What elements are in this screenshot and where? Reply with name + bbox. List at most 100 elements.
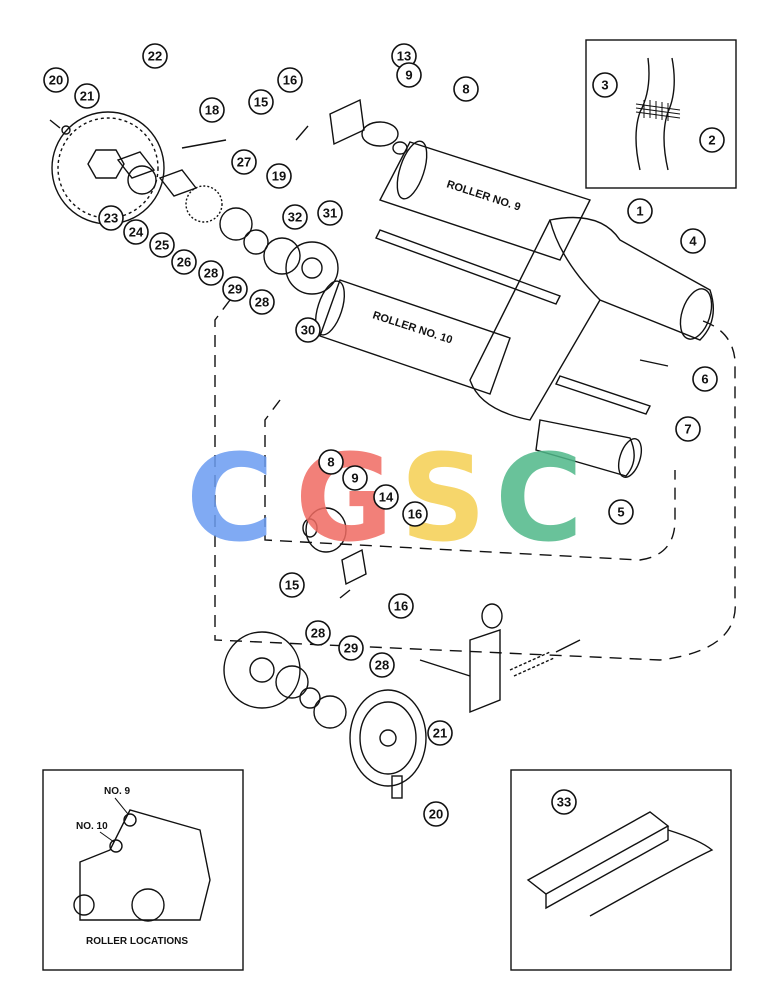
callout-c21a: 21 (74, 83, 100, 109)
idler-arm (469, 629, 501, 714)
callout-c8b: 8 (318, 449, 344, 475)
callout-number: 20 (429, 807, 443, 822)
idler-rod (419, 659, 471, 677)
inset-no9-label: NO. 9 (104, 786, 131, 797)
callout-number: 32 (288, 210, 302, 225)
callout-c26: 26 (171, 249, 197, 275)
sprocket-26 (185, 185, 223, 223)
callout-number: 15 (285, 578, 299, 593)
callout-number: 28 (311, 626, 325, 641)
callout-number: 16 (283, 73, 297, 88)
roller-10-marker (109, 839, 123, 853)
flange-23 (116, 151, 156, 179)
belt-splice-inset-frame (585, 39, 737, 189)
callout-circle (551, 789, 577, 815)
callout-circle (149, 232, 175, 258)
callout-circle (282, 204, 308, 230)
bolt-15-lower (339, 589, 351, 599)
callout-c25: 25 (149, 232, 175, 258)
callout-number: 26 (177, 255, 191, 270)
baler-pickup (73, 894, 95, 916)
callout-c1: 1 (627, 198, 653, 224)
roller-5-end (617, 438, 643, 478)
callout-number: 15 (254, 95, 268, 110)
callout-c22: 22 (142, 43, 168, 69)
callout-circle (423, 801, 449, 827)
callout-number: 27 (237, 155, 251, 170)
callout-c9b: 9 (342, 465, 368, 491)
callout-c3: 3 (592, 72, 618, 98)
callout-number: 7 (684, 422, 691, 437)
callout-c27: 27 (231, 149, 257, 175)
bracket-14 (341, 548, 367, 586)
callout-number: 21 (80, 89, 94, 104)
bearing-29 (243, 229, 269, 255)
callout-number: 3 (601, 78, 608, 93)
inset-title: ROLLER LOCATIONS (86, 936, 188, 947)
callout-c8a: 8 (453, 76, 479, 102)
ring-28b (263, 237, 301, 275)
watermark-letter-c1: C (186, 430, 274, 569)
pulley-groove (359, 701, 417, 775)
callout-c28a: 28 (198, 260, 224, 286)
roller-5-body (535, 419, 635, 477)
roller-4-end (679, 288, 713, 340)
callout-circle (699, 127, 725, 153)
callout-c18: 18 (199, 97, 225, 123)
bushing-9-lower (305, 507, 347, 553)
callout-number: 19 (272, 169, 286, 184)
bearing-8-lower (302, 518, 318, 538)
callout-number: 28 (375, 658, 389, 673)
flange-plate-30 (285, 241, 339, 295)
callout-number: 21 (433, 726, 447, 741)
roller-9-end (396, 140, 428, 200)
callout-c5: 5 (608, 499, 634, 525)
callout-circle (396, 62, 422, 88)
callout-number: 5 (617, 505, 624, 520)
washer-21 (61, 125, 71, 135)
ring-28-lower-b (313, 695, 347, 729)
callout-number: 13 (397, 49, 411, 64)
idler-wheel (481, 603, 503, 629)
callout-number: 16 (408, 507, 422, 522)
callout-c15a: 15 (248, 89, 274, 115)
roller-9-label: ROLLER NO. 9 (445, 178, 522, 213)
callout-circle (305, 620, 331, 646)
callout-c29a: 29 (222, 276, 248, 302)
belt-1 (469, 219, 601, 421)
flange-25 (158, 169, 198, 197)
callout-circle (592, 72, 618, 98)
callout-number: 4 (689, 234, 697, 249)
callout-number: 6 (701, 372, 708, 387)
sprocket-hub (87, 149, 125, 179)
callout-circle (627, 198, 653, 224)
callout-circle (675, 416, 701, 442)
bracket-13 (329, 98, 365, 146)
callout-circle (142, 43, 168, 69)
callout-circle (680, 228, 706, 254)
callout-circle (338, 635, 364, 661)
callout-circle (231, 149, 257, 175)
callout-c20a: 20 (43, 67, 69, 93)
callout-c6: 6 (692, 366, 718, 392)
callout-circle (402, 501, 428, 527)
callout-number: 30 (301, 323, 315, 338)
callout-number: 29 (228, 282, 242, 297)
callout-c4: 4 (680, 228, 706, 254)
ring-28-lower (275, 665, 309, 699)
callout-circle (249, 289, 275, 315)
callout-number: 23 (104, 211, 118, 226)
roller-5-outline (264, 399, 676, 561)
bearing-29-lower (299, 687, 321, 709)
callout-circle (277, 67, 303, 93)
callout-c20b: 20 (423, 801, 449, 827)
callout-circle (198, 260, 224, 286)
inset-no10-label: NO. 10 (76, 821, 108, 832)
callout-c23: 23 (98, 205, 124, 231)
callout-c33: 33 (551, 789, 577, 815)
callout-circle (123, 219, 149, 245)
callout-circle (369, 652, 395, 678)
callout-circle (171, 249, 197, 275)
lacing-tool-side (545, 826, 669, 910)
callout-number: 9 (351, 471, 358, 486)
